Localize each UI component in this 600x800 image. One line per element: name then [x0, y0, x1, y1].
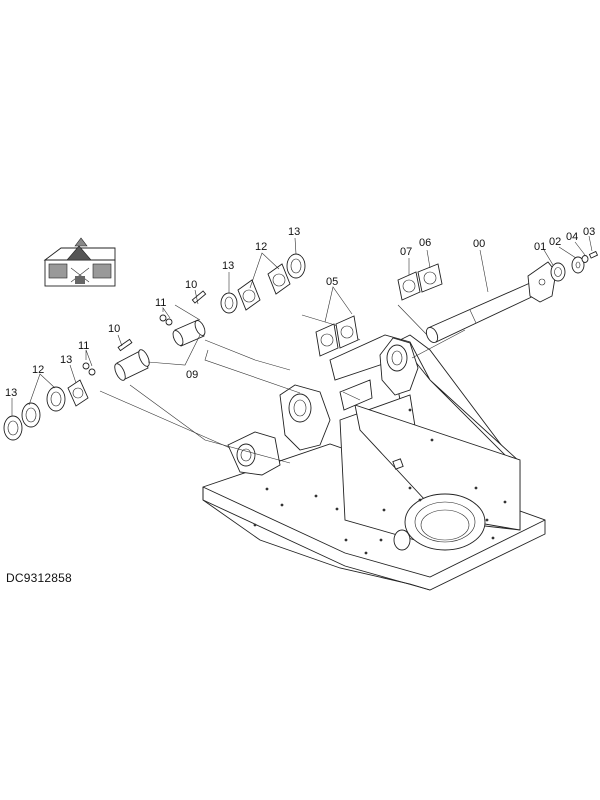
callout-12-low: 12: [32, 364, 44, 376]
callout-13-top: 13: [288, 226, 300, 238]
part-03-bolt: [588, 250, 599, 259]
callout-06: 06: [419, 237, 431, 249]
part-12-shim-top-b: [237, 279, 261, 311]
drawing-code: DC9312858: [6, 571, 72, 585]
callout-07: 07: [400, 246, 412, 258]
callout-10-top: 10: [185, 279, 197, 291]
part-13-washer-mid: [220, 292, 238, 314]
part-12-shim-top-a: [267, 263, 291, 295]
callout-11-low: 11: [78, 340, 89, 352]
part-01-nut: [550, 262, 566, 282]
part-13-washer-low: [67, 379, 89, 407]
part-09-pin-lower: [114, 349, 150, 381]
callout-13-mid: 13: [222, 260, 234, 272]
callout-02: 02: [549, 236, 561, 248]
part-09-pin-upper: [172, 319, 206, 347]
part-05-shim-a: [315, 323, 339, 357]
part-13-washer-left: [3, 415, 23, 441]
part-06-shim: [417, 263, 443, 293]
callout-05: 05: [326, 276, 338, 288]
callout-11-top: 11: [155, 297, 166, 309]
callout-00: 00: [473, 238, 485, 250]
part-10-bolt-low: [117, 338, 133, 352]
callout-13-left: 13: [5, 387, 17, 399]
part-12-washer-low-a: [46, 386, 66, 412]
part-05-shim-b: [335, 315, 359, 349]
callout-13-low: 13: [60, 354, 72, 366]
part-11-nut-low: [82, 362, 96, 376]
machine-orientation-icon: [43, 237, 116, 287]
part-07-shim: [397, 271, 421, 301]
callout-09: 09: [186, 369, 198, 381]
part-04-lock-washer: [581, 255, 589, 263]
callout-01: 01: [534, 241, 546, 253]
part-00-pin: [425, 261, 557, 344]
part-13-washer-top: [286, 253, 306, 279]
callout-labels: 00 01 02 04 03 07 06 05 13 12 13 10 11 1…: [5, 226, 595, 399]
part-02-washer: [571, 256, 585, 274]
part-10-bolt-top: [191, 290, 207, 304]
callout-03: 03: [583, 226, 595, 238]
callout-04: 04: [566, 231, 578, 243]
callout-12-top: 12: [255, 241, 267, 253]
part-11-nut-top: [159, 314, 173, 326]
part-12-washer-low-b: [21, 402, 41, 428]
callout-10-low: 10: [108, 323, 120, 335]
callout-leaders: [11, 235, 593, 416]
swing-frame: [202, 334, 546, 591]
